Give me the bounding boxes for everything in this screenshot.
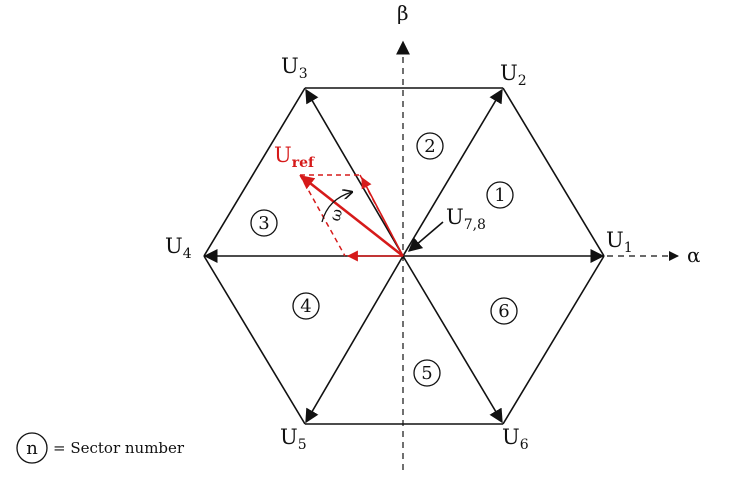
u78-pointer [407, 221, 444, 252]
legend: n = Sector number [16, 432, 185, 464]
vector-u2 [402, 88, 503, 257]
reference-vector [299, 174, 404, 258]
label-u4: U4 [165, 234, 192, 262]
sector-2-number: 2 [424, 136, 435, 157]
alpha-label: α [687, 243, 701, 267]
label-u2: U2 [500, 61, 527, 89]
vector-u6 [402, 255, 503, 424]
sector-1-circle [486, 181, 514, 209]
hexagon-outline [203, 87, 605, 425]
sector-5-circle [413, 359, 441, 387]
legend-symbol: n [26, 438, 38, 459]
rotation-arc [321, 192, 352, 223]
sector-1-number: 1 [494, 185, 505, 206]
label-u78: U7,8 [446, 205, 486, 233]
label-u3: U3 [281, 54, 308, 82]
label-u1: U1 [606, 228, 633, 256]
sector-6-circle [490, 297, 518, 325]
label-uref: Uref [274, 143, 315, 171]
sector-2-circle [416, 132, 444, 160]
sector-3-circle [250, 209, 278, 237]
label-u5: U5 [280, 425, 307, 453]
omega-symbol: ω [326, 207, 347, 223]
sector-4-number: 4 [300, 296, 311, 317]
sector-5-number: 5 [421, 363, 432, 384]
sector-6-number: 6 [498, 301, 509, 322]
sector-3-number: 3 [258, 213, 269, 234]
label-u6: U6 [502, 425, 529, 453]
legend-circle [16, 432, 48, 464]
ref-component-u3 [361, 177, 404, 257]
sector-4-circle [292, 292, 320, 320]
vector-u5 [305, 255, 404, 424]
vector-u3 [305, 88, 404, 257]
sector-markers [250, 132, 518, 387]
space-vectors [203, 88, 605, 424]
beta-label: β [397, 1, 409, 25]
legend-text: = Sector number [53, 439, 185, 457]
